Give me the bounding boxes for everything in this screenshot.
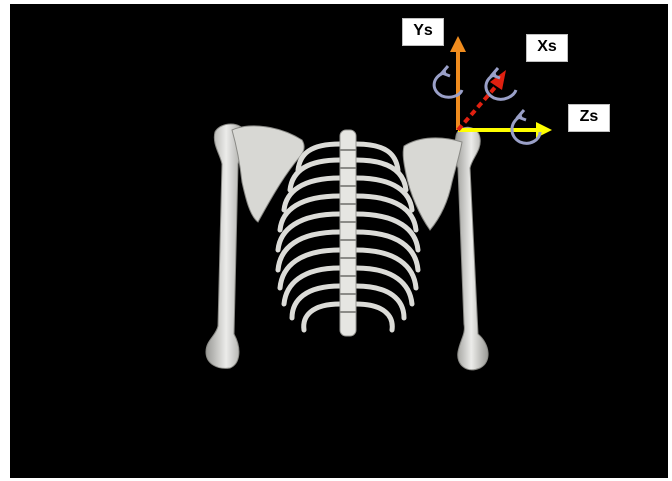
x-axis-arrow bbox=[458, 84, 498, 130]
skeleton-scene bbox=[10, 4, 668, 478]
rotation-arrow-icon bbox=[512, 110, 540, 143]
x-axis-label: Xs bbox=[526, 34, 568, 62]
right-humerus bbox=[455, 127, 488, 370]
z-axis-label: Zs bbox=[568, 104, 610, 132]
skeleton-viewport: Ys Xs Zs bbox=[10, 4, 668, 478]
y-axis-arrowhead bbox=[450, 36, 466, 52]
spine bbox=[340, 130, 356, 336]
y-axis-label: Ys bbox=[402, 18, 444, 46]
